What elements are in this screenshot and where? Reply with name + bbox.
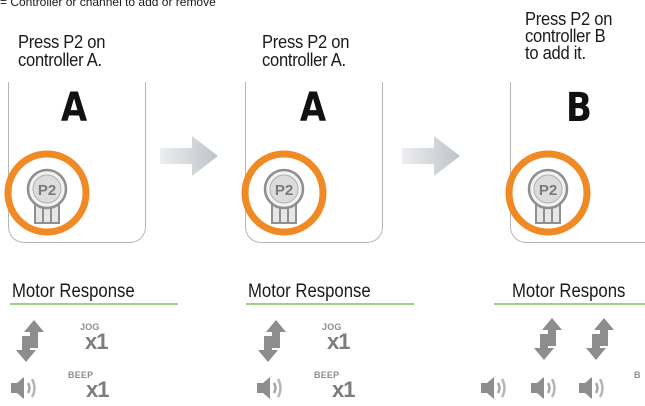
- divider: [10, 303, 178, 305]
- jog-count: JOG x1: [322, 322, 351, 354]
- motor-response-heading: Motor Respons: [512, 282, 626, 302]
- p2-label: P2: [539, 182, 557, 199]
- legend-caption: = Controller or channel to add or remove: [0, 0, 216, 9]
- next-step-arrow: [158, 134, 220, 178]
- beep-count: BEEP x1: [314, 370, 356, 402]
- beep-count-partial: B: [634, 371, 641, 380]
- speaker-icon: [256, 373, 288, 403]
- divider: [494, 303, 645, 305]
- motor-response-heading: Motor Response: [248, 281, 371, 302]
- motor-response-heading-wrap: Motor Respons: [512, 282, 645, 304]
- jog-arrows-icon: [584, 316, 618, 362]
- speaker-icon: [530, 373, 562, 403]
- p2-label: P2: [275, 182, 293, 199]
- beep-count: BEEP x1: [68, 370, 110, 402]
- p2-label: P2: [38, 182, 56, 199]
- jog-arrows-icon: [256, 318, 290, 364]
- p2-button[interactable]: P2: [240, 149, 328, 237]
- jog-arrows-icon: [532, 316, 566, 362]
- p2-button[interactable]: P2: [3, 149, 91, 237]
- step-2-instruction: Press P2 on controller A.: [262, 32, 350, 70]
- speaker-icon: [10, 373, 42, 403]
- controller-letter: A: [60, 85, 88, 131]
- motor-response-heading: Motor Response: [12, 281, 135, 302]
- next-step-arrow: [400, 134, 462, 178]
- divider: [246, 303, 414, 305]
- jog-arrows-icon: [14, 318, 48, 364]
- controller-letter: B: [566, 85, 592, 131]
- jog-count: JOG x1: [80, 322, 109, 354]
- p2-button-icon: P2: [505, 150, 591, 236]
- speaker-icon: [480, 373, 512, 403]
- step-3-instruction: Press P2 on controller B to add it.: [525, 9, 613, 63]
- p2-button-icon: P2: [241, 150, 327, 236]
- speaker-icon: [578, 373, 610, 403]
- controller-letter: A: [299, 85, 327, 131]
- step-1-instruction: Press P2 on controller A.: [18, 32, 106, 70]
- p2-button[interactable]: P2: [504, 149, 592, 237]
- p2-button-icon: P2: [4, 150, 90, 236]
